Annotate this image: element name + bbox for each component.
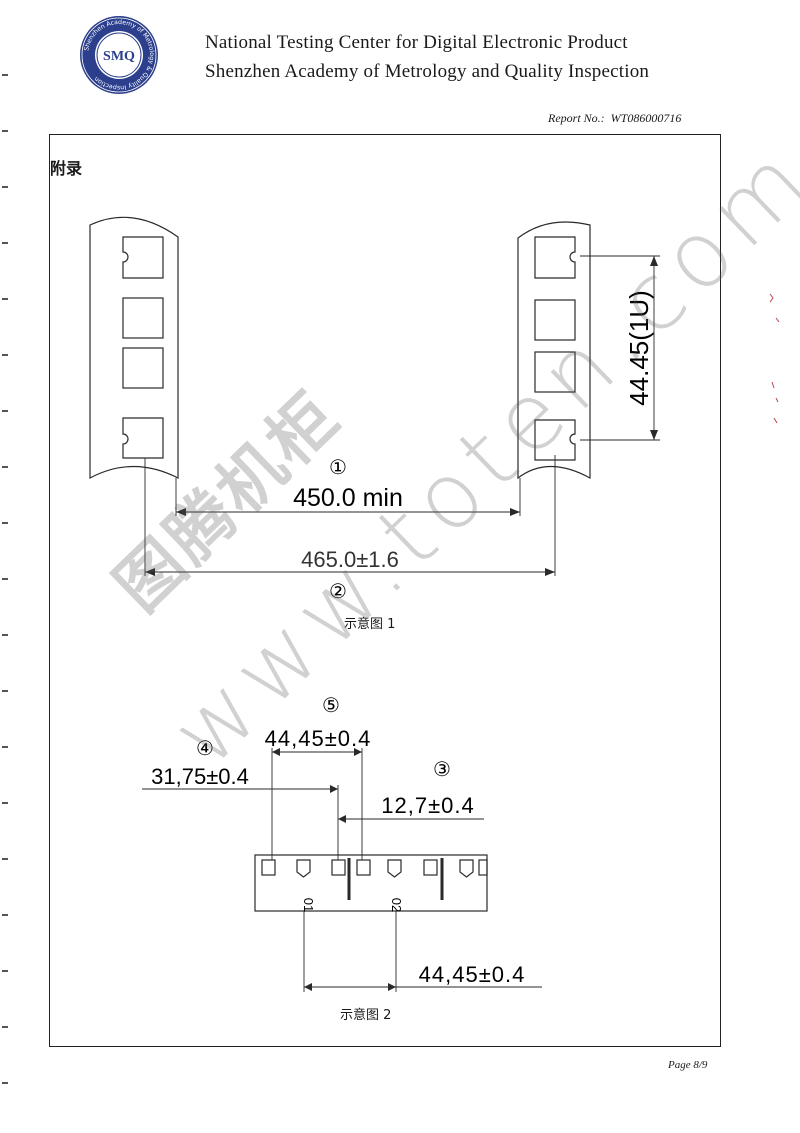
figure-1-caption: 示意图 1	[344, 617, 396, 632]
report-number-value: WT086000716	[610, 111, 682, 125]
section-title: 附录	[50, 159, 83, 178]
report-number-label: Report No.:	[548, 111, 605, 125]
dim-min-width: 450.0 min	[293, 484, 403, 512]
dim-left-offset: 31,75±0.4	[151, 764, 249, 789]
smq-seal-logo: Shenzhen Academy of Metrology & Quality …	[80, 16, 158, 94]
header-academy-name: Shenzhen Academy of Metrology and Qualit…	[205, 61, 650, 82]
hole-mark-02: 02	[389, 898, 404, 912]
marker-2: ②	[329, 579, 347, 603]
report-header: National Testing Center for Digital Elec…	[205, 28, 649, 86]
figure-2-caption: 示意图 2	[340, 1008, 392, 1023]
dim-1u-height: 44.45(1U)	[624, 290, 654, 406]
header-center-name: National Testing Center for Digital Elec…	[205, 32, 628, 53]
scan-margin-marks	[769, 293, 780, 424]
seal-abbr: SMQ	[103, 49, 135, 64]
dim-bottom-spacing: 44,45±0.4	[419, 962, 526, 987]
right-mounting-rail	[517, 221, 591, 480]
dim-top-spacing: 44,45±0.4	[265, 726, 372, 751]
scan-edge-marks	[0, 0, 12, 1133]
left-mounting-rail	[89, 216, 179, 480]
dim-right-offset: 12,7±0.4	[381, 793, 474, 818]
rail-hole-strip	[254, 854, 488, 912]
hole-mark-01: 01	[301, 898, 316, 912]
report-number: Report No.: WT086000716	[548, 111, 687, 126]
marker-4: ④	[196, 736, 214, 760]
marker-1: ①	[329, 455, 347, 479]
dim-width-tolerance: 465.0±1.6	[301, 547, 399, 572]
marker-3: ③	[433, 757, 451, 781]
page-number: Page 8/9	[668, 1059, 708, 1071]
content-frame	[49, 134, 721, 1047]
marker-5: ⑤	[322, 693, 340, 717]
